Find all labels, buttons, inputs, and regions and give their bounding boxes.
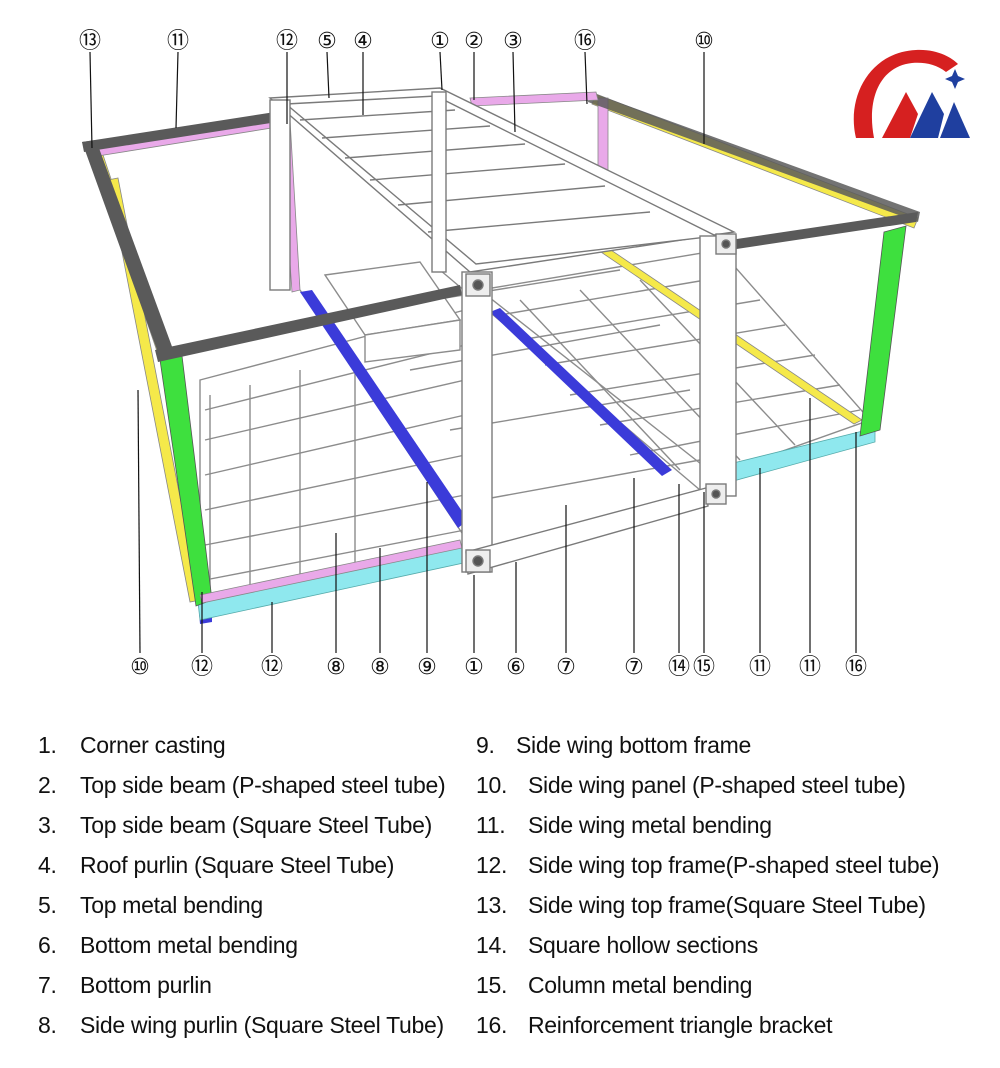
callout-2-top: ② <box>464 29 484 54</box>
container-structure-diagram: ⑬ ⑪ ⑫ ⑤ ④ ① ② ③ ⑯ ⑩ ⑩ ⑫ ⑫ ⑧ ⑧ ⑨ ① ⑥ ⑦ ⑦ … <box>79 29 920 680</box>
legend-number: 7. <box>38 972 57 998</box>
legend-label: Side wing metal bending <box>528 812 772 838</box>
callouts-top: ⑬ ⑪ ⑫ ⑤ ④ ① ② ③ ⑯ ⑩ <box>79 29 714 54</box>
legend-number: 15. <box>476 972 508 998</box>
callout-10-bottom: ⑩ <box>130 655 150 680</box>
floor-grid <box>199 249 872 616</box>
legend-label: Bottom metal bending <box>80 932 298 958</box>
callout-16-bottom: ⑯ <box>845 655 867 680</box>
legend-number: 6. <box>38 932 57 958</box>
legend: 1. Corner casting 2. Top side beam (P-sh… <box>0 722 1000 1052</box>
callout-4-top: ④ <box>353 29 373 54</box>
callout-8-bottom-a: ⑧ <box>326 655 346 680</box>
legend-label: Side wing top frame(P-shaped steel tube) <box>528 852 940 878</box>
leader-lines <box>89 51 857 654</box>
legend-number: 4. <box>38 852 57 878</box>
callout-11-bottom-b: ⑪ <box>799 655 821 680</box>
legend-number: 2. <box>38 772 57 798</box>
legend-label: Reinforcement triangle bracket <box>528 1012 833 1038</box>
legend-label: Column metal bending <box>528 972 753 998</box>
legend-label: Corner casting <box>80 732 226 758</box>
legend-number: 5. <box>38 892 57 918</box>
legend-number: 12. <box>476 852 508 878</box>
callout-12-bottom-a: ⑫ <box>191 655 213 680</box>
callout-7-bottom-b: ⑦ <box>624 655 644 680</box>
brand-logo-icon <box>853 49 970 138</box>
legend-label: Side wing purlin (Square Steel Tube) <box>80 1012 444 1038</box>
callout-16-top: ⑯ <box>574 29 596 54</box>
legend-label: Top metal bending <box>80 892 263 918</box>
legend-number: 10. <box>476 772 508 798</box>
legend-number: 1. <box>38 732 57 758</box>
callout-1-top: ① <box>430 29 450 54</box>
callout-9-bottom: ⑨ <box>417 655 437 680</box>
callout-1-bottom: ① <box>464 655 484 680</box>
callouts-bottom: ⑩ ⑫ ⑫ ⑧ ⑧ ⑨ ① ⑥ ⑦ ⑦ ⑭ ⑮ ⑪ ⑪ ⑯ <box>130 655 867 680</box>
central-container-frame <box>268 87 737 575</box>
legend-label: Roof purlin (Square Steel Tube) <box>80 852 395 878</box>
legend-label: Side wing top frame(Square Steel Tube) <box>528 892 926 918</box>
legend-number: 3. <box>38 812 57 838</box>
legend-label: Square hollow sections <box>528 932 758 958</box>
legend-label: Side wing panel (P-shaped steel tube) <box>528 772 906 798</box>
legend-number: 13. <box>476 892 508 918</box>
callout-12-top: ⑫ <box>276 29 298 54</box>
legend-number: 14. <box>476 932 508 958</box>
callout-6-bottom: ⑥ <box>506 655 526 680</box>
right-wing-panels <box>469 91 920 437</box>
callout-12-bottom-b: ⑫ <box>261 655 283 680</box>
callout-13-top: ⑬ <box>79 29 101 54</box>
callout-7-bottom-a: ⑦ <box>556 655 576 680</box>
legend-label: Top side beam (Square Steel Tube) <box>80 812 432 838</box>
legend-number: 9. <box>476 732 495 758</box>
legend-number: 16. <box>476 1012 508 1038</box>
callout-10-top: ⑩ <box>694 29 714 54</box>
callout-8-bottom-b: ⑧ <box>370 655 390 680</box>
legend-label: Top side beam (P-shaped steel tube) <box>80 772 446 798</box>
callout-11-top: ⑪ <box>167 29 189 54</box>
callout-14-bottom: ⑭ <box>668 655 690 680</box>
legend-label: Bottom purlin <box>80 972 212 998</box>
callout-11-bottom-a: ⑪ <box>749 655 771 680</box>
callout-3-top: ③ <box>503 29 523 54</box>
legend-label: Side wing bottom frame <box>516 732 752 758</box>
callout-15-bottom: ⑮ <box>693 655 715 680</box>
legend-number: 8. <box>38 1012 57 1038</box>
callout-5-top: ⑤ <box>317 29 337 54</box>
legend-number: 11. <box>476 812 506 838</box>
